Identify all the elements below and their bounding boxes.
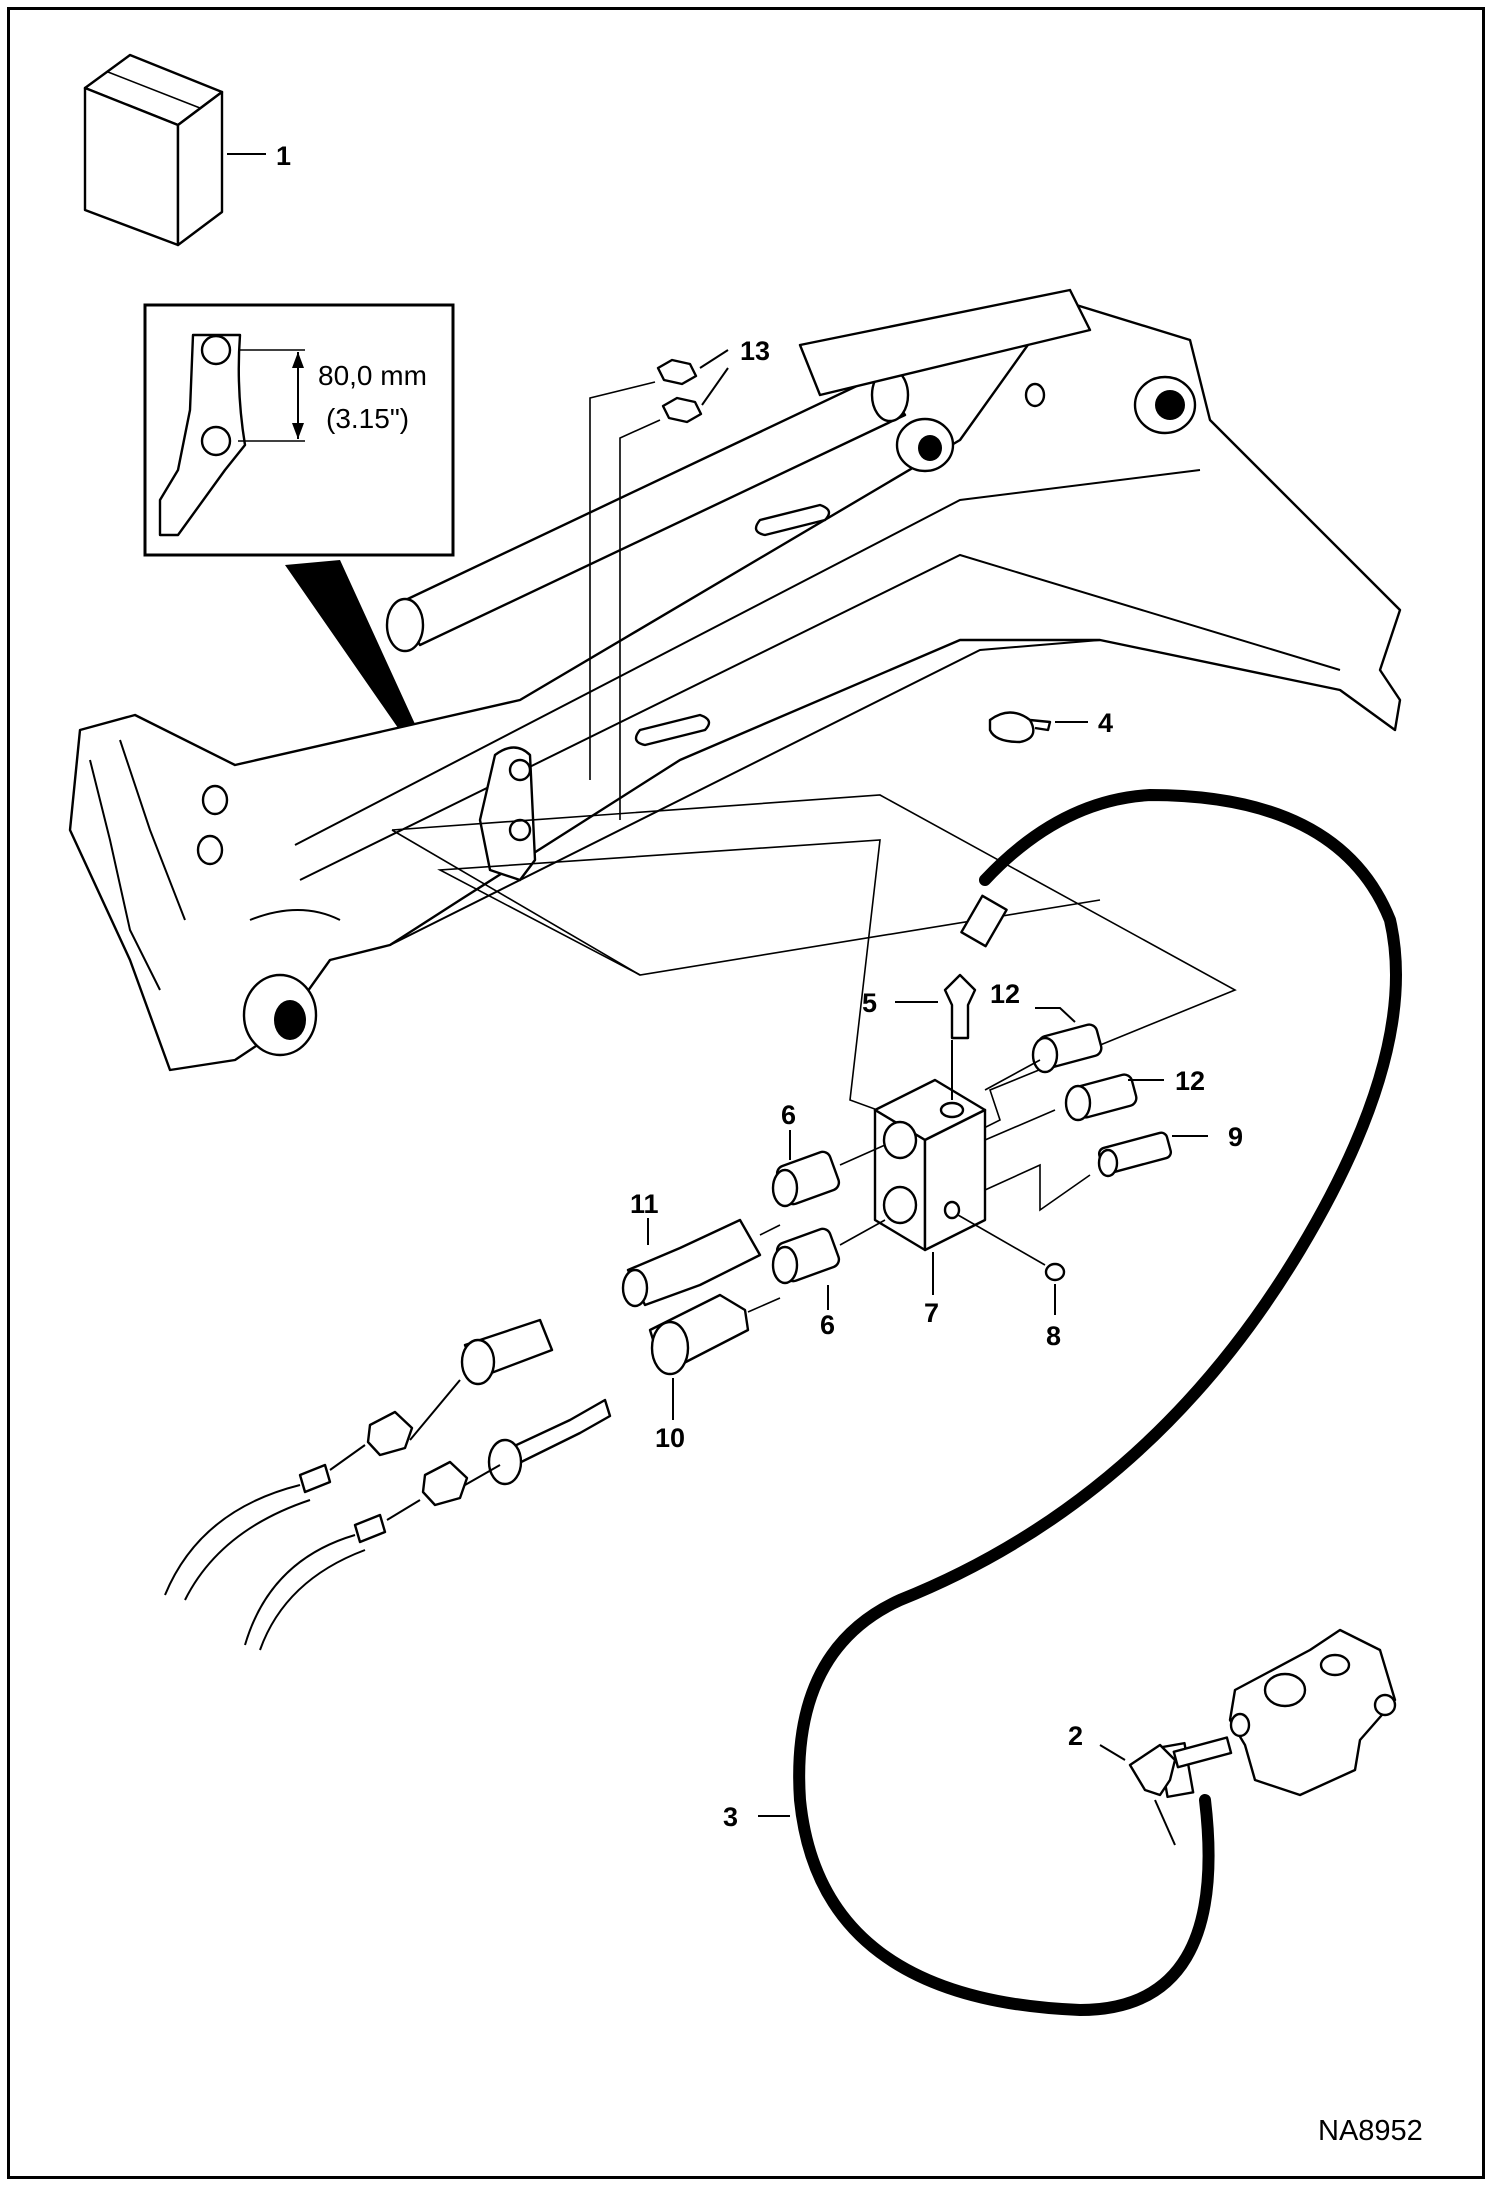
pump-unit (1228, 1628, 1397, 1797)
valve-block (873, 1078, 987, 1252)
dimension-metric: 80,0 mm (318, 360, 427, 391)
coupler-male (621, 1218, 762, 1308)
relief-valve (1097, 1131, 1173, 1178)
straight-fitting-lower (771, 1227, 841, 1285)
coupler-female (648, 1293, 750, 1376)
cable-tie (988, 711, 1052, 744)
hose-end-fitting (960, 894, 1008, 948)
boom-arm (68, 288, 1402, 1072)
callout-3: 3 (723, 1802, 738, 1832)
adapter-fitting-lower (1064, 1073, 1138, 1122)
detail-inset (143, 303, 455, 557)
port-plug (1044, 1262, 1066, 1282)
callout-9: 9 (1228, 1122, 1243, 1152)
callout-12a: 12 (990, 979, 1020, 1009)
callout-13: 13 (740, 336, 770, 366)
callout-5: 5 (862, 988, 877, 1018)
tee-fitting (1128, 1736, 1233, 1797)
callout-8: 8 (1046, 1321, 1061, 1351)
hex-nuts (656, 358, 703, 424)
callout-1: 1 (276, 141, 291, 171)
callout-11: 11 (630, 1189, 659, 1219)
dimension-imperial: (3.15") (326, 403, 409, 434)
straight-fitting-upper (771, 1150, 841, 1208)
elbow-fitting (943, 973, 977, 1040)
adapter-fitting-upper (1031, 1023, 1103, 1074)
detail-pointer-arrow (285, 560, 440, 760)
callout-4: 4 (1098, 708, 1113, 738)
kit-box (83, 53, 224, 247)
callout-12b: 12 (1175, 1066, 1205, 1096)
callout-2: 2 (1068, 1721, 1083, 1751)
aux-hose-lines (164, 1318, 612, 1651)
callout-10: 10 (655, 1423, 685, 1453)
callout-6a: 6 (781, 1100, 796, 1130)
callout-7: 7 (924, 1298, 939, 1328)
figure-reference: NA8952 (1318, 2115, 1423, 2147)
hose-assembly (793, 788, 1402, 2017)
callout-6b: 6 (820, 1310, 835, 1340)
